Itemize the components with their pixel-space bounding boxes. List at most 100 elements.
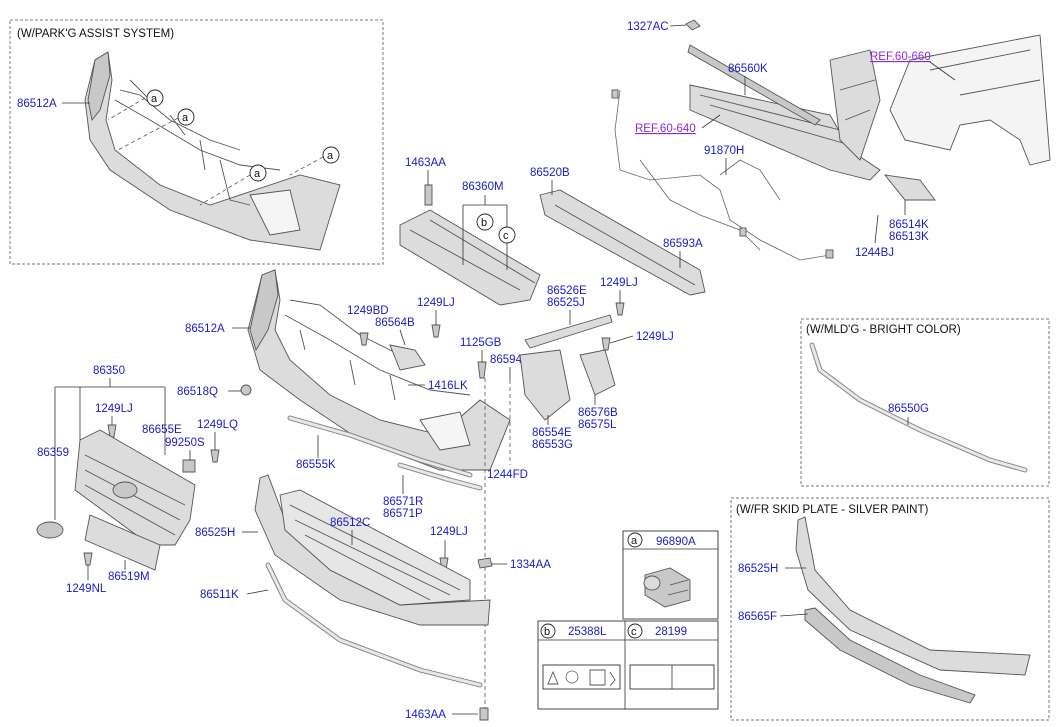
grille-86350 [74,429,196,546]
molding-86550G [809,342,1028,473]
label-1249NL: 1249NL [66,583,107,595]
label-86564B: 86564B [375,317,415,329]
label-86520B: 86520B [530,167,570,179]
label-86360M: 86360M [462,181,504,193]
label-1463AA-bot: 1463AA [405,709,446,721]
wiring-harness [611,89,834,261]
label-1244FD: 1244FD [487,469,528,481]
callout-a-4-text: a [327,150,334,162]
legend-c-marker-text: c [631,626,637,638]
legend-c-code: 28199 [655,626,687,638]
label-86511K: 86511K [200,589,239,601]
label-1416LK: 1416LK [428,380,468,392]
skid-cover-86525H [795,516,1031,676]
label-1244BJ: 1244BJ [855,247,894,259]
label-86560K: 86560K [728,63,768,75]
label-86594: 86594 [490,354,523,366]
label-86512A-mid: 86512A [185,323,225,335]
bumper-beam-assembly [687,44,881,181]
plate-86519M [84,514,161,571]
label-86593A: 86593A [663,238,703,250]
label-86512C: 86512C [330,517,370,529]
label-91870H: 91870H [704,145,744,157]
skid-plate-86565F [804,607,976,704]
legend-b-marker [540,623,556,639]
callout-a-3 [249,164,267,182]
label-1249LJ-e: 1249LJ [430,526,468,538]
box-mldg: (W/MLD'G - BRIGHT COLOR) [800,318,1050,487]
label-86513K: 86513K [889,231,929,243]
callout-a-4 [322,146,340,164]
legend-a-marker [627,532,643,548]
callout-a-group-top: a a a a [107,89,340,206]
label-99250S: 99250S [165,437,205,449]
legend-a-code: 96890A [656,536,696,548]
upper-cover-86360M [399,184,541,306]
label-1249BD: 1249BD [347,305,389,317]
label-1249LJ-d: 1249LJ [95,403,133,415]
legend-a-marker-text: a [631,535,638,547]
sensor-96890A [643,567,691,608]
box-title-skid: (W/FR SKID PLATE - SILVER PAINT) [736,504,928,516]
callout-a-2 [177,108,195,126]
label-86571P: 86571P [383,508,423,520]
label-86514K: 86514K [889,219,929,231]
bumper-cover-main [247,269,511,471]
callout-b-main-text: b [481,217,487,229]
label-1463AA-top: 1463AA [405,157,446,169]
label-86512A-top: 86512A [17,98,57,110]
energy-absorber-86520B [539,189,706,296]
box-skid: (W/FR SKID PLATE - SILVER PAINT) [730,497,1050,721]
legend-c-marker [627,623,643,639]
legend-b-marker-text: b [544,626,550,638]
label-86525H-skid: 86525H [738,563,778,575]
sensor-bracket-86514K [883,174,936,201]
callout-c-main-text: c [503,230,509,242]
bracket-86564B [389,344,426,371]
label-86553G: 86553G [532,439,573,451]
label-1249LJ-c: 1249LJ [636,331,674,343]
label-86571R: 86571R [383,496,423,508]
legend-b-code: 25388L [568,626,607,638]
clip-1334AA [477,557,493,569]
lower-strip-86511K [265,562,483,688]
fender [889,34,1051,166]
clip-86518Q [240,384,252,396]
label-ref-60-640[interactable]: REF.60-640 [635,123,696,135]
label-86350: 86350 [93,365,125,377]
label-1249LJ-a: 1249LJ [417,297,455,309]
label-86576B: 86576B [578,407,618,419]
label-1327AC: 1327AC [627,21,669,33]
bumper-cover-park-assist [84,51,341,251]
label-86525J: 86525J [547,297,585,309]
label-plate-28199 [629,664,715,690]
label-86554E: 86554E [532,427,572,439]
lower-grille-86512C [279,489,471,606]
label-ref-60-660[interactable]: REF.60-660 [870,51,931,63]
label-86655E: 86655E [142,424,182,436]
sensor-99250S [182,459,196,473]
label-1249LQ: 1249LQ [197,419,238,431]
box-title-park-assist: (W/PARK'G ASSIST SYSTEM) [17,28,174,40]
label-86555K: 86555K [296,459,336,471]
label-86519M: 86519M [108,571,150,583]
callout-a-2-text: a [182,112,189,124]
label-86525H: 86525H [195,527,235,539]
label-86550G: 86550G [888,403,929,415]
molding-86555K [287,415,473,478]
callout-a-1-text: a [151,93,158,105]
box-park-assist: (W/PARK'G ASSIST SYSTEM) [9,19,384,265]
label-1334AA: 1334AA [510,559,551,571]
label-1125GB: 1125GB [460,337,502,349]
label-86565F: 86565F [738,611,777,623]
emblem-86359 [36,521,64,539]
label-1249LJ-b: 1249LJ [600,277,638,289]
callout-a-1 [146,89,164,107]
molding-86571R [397,462,483,491]
clip-1463AA-bot [479,707,489,721]
warning-label-25388L [542,664,621,690]
callout-b-main [476,213,494,231]
label-86526E: 86526E [547,285,587,297]
callout-c-main [498,226,516,244]
box-title-mldg: (W/MLD'G - BRIGHT COLOR) [806,324,961,336]
